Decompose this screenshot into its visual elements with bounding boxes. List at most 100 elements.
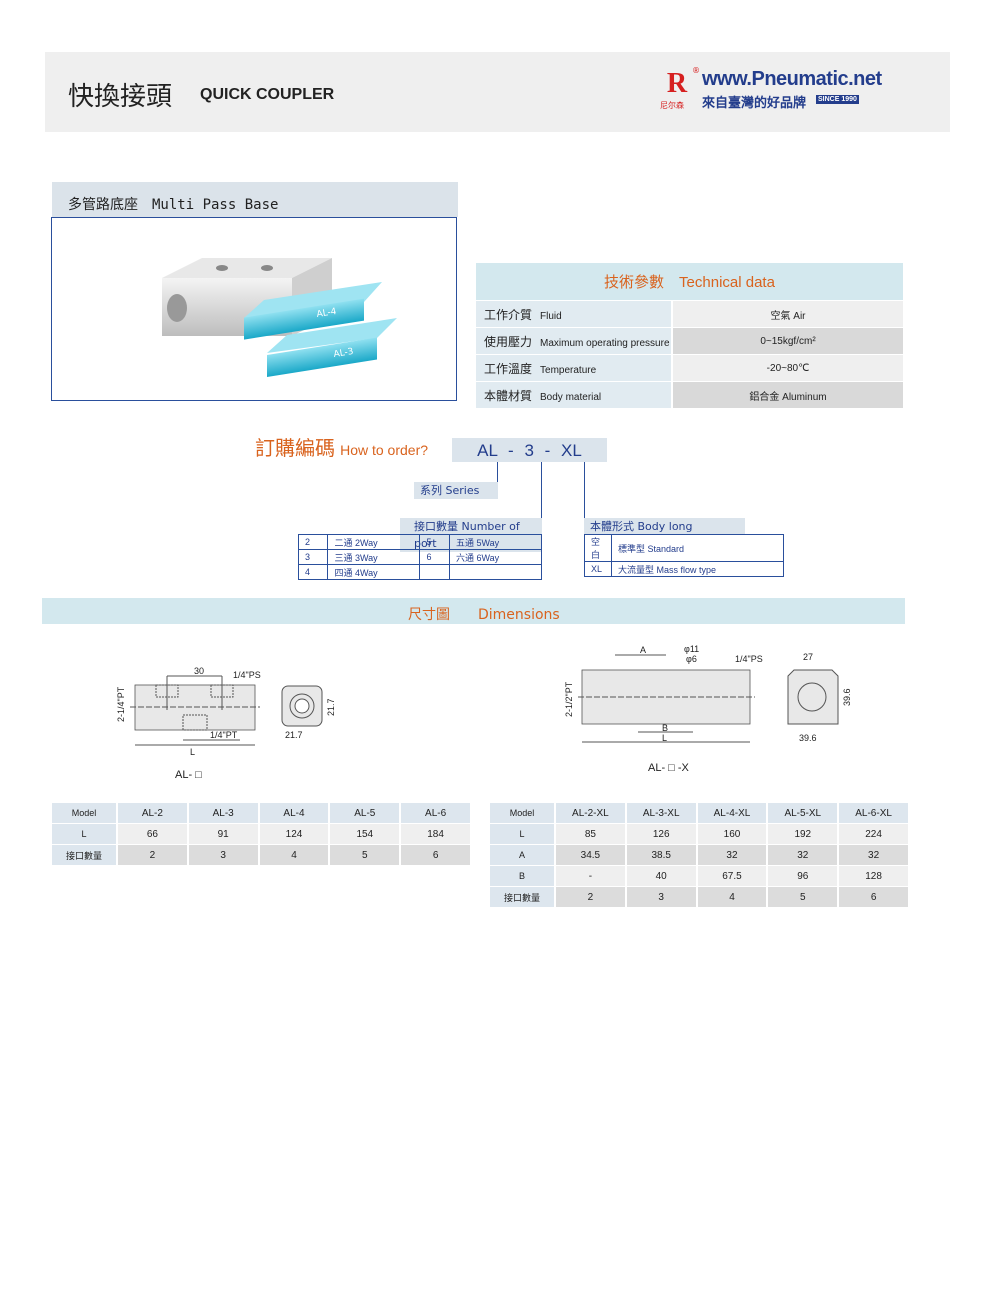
- param-value: -20~80℃: [672, 354, 903, 382]
- brand-logo[interactable]: R ® 尼尔森 www.Pneumatic.net 來自臺灣的好品牌 SINCE…: [660, 66, 882, 111]
- table-cell: B: [490, 865, 556, 887]
- cell: [448, 564, 543, 580]
- table-cell: 4: [696, 886, 769, 908]
- drawing-caption: AL- □ -X: [648, 762, 690, 774]
- page-title-cn: 快換接頭: [68, 82, 173, 112]
- product-title: 多管路底座 Multi Pass Base: [68, 197, 279, 213]
- table-cell: 96: [767, 865, 840, 887]
- table-cell: 6: [838, 886, 910, 908]
- order-title-en: How to order?: [340, 442, 429, 458]
- table-cell: 91: [187, 823, 260, 845]
- table-cell: 40: [625, 865, 698, 887]
- registered-icon: ®: [692, 66, 700, 75]
- table-cell: 2: [555, 886, 627, 908]
- column-header: Model: [490, 803, 556, 824]
- param-en: Maximum operating pressure: [540, 337, 670, 349]
- cell: 六通 6Way: [448, 549, 543, 565]
- column-header: AL-5-XL: [767, 803, 840, 824]
- page-title-en: QUICK COUPLER: [200, 86, 335, 103]
- param-value: 空氣 Air: [672, 300, 903, 328]
- table-cell: 67.5: [696, 865, 769, 887]
- how-to-order-title: 訂購編碼 How to order?: [255, 432, 428, 461]
- cell: 6: [419, 549, 450, 565]
- logo-url: www.Pneumatic.net: [702, 68, 882, 90]
- table-cell: 接口數量: [490, 886, 556, 908]
- dim-height: 21.7: [326, 698, 336, 716]
- dim-bottom-port: 1/4"PT: [210, 730, 238, 740]
- table-cell: 接口數量: [52, 844, 118, 866]
- param-value: 0~15kgf/cm²: [672, 327, 903, 355]
- param-cn: 工作溫度: [484, 361, 533, 376]
- column-header: AL-3-XL: [625, 803, 698, 824]
- cell: [419, 564, 450, 580]
- dim-side-port: 2-1/4"PT: [116, 686, 126, 722]
- table-row: 工作溫度 Temperature -20~80℃: [476, 354, 903, 382]
- table-cell: 224: [838, 823, 910, 845]
- table-cell: -: [555, 865, 627, 887]
- table-cell: 66: [117, 823, 189, 845]
- table-cell: 160: [696, 823, 769, 845]
- dim-L: L: [190, 747, 195, 757]
- dim-A: A: [640, 645, 646, 655]
- cell: 5: [419, 534, 450, 550]
- product-title-bar: 多管路底座 Multi Pass Base: [52, 182, 458, 217]
- table-cell: A: [490, 844, 556, 866]
- param-en: Fluid: [540, 310, 562, 322]
- body-title: 本體形式 Body long: [584, 518, 745, 535]
- column-header: AL-2-XL: [555, 803, 627, 824]
- dimensions-bar: 尺寸圖 Dimensions: [42, 598, 905, 624]
- dimensions-title: 尺寸圖 Dimensions: [408, 607, 560, 623]
- table-cell: 126: [625, 823, 698, 845]
- photo-label-al4: AL-4: [316, 307, 338, 320]
- column-header: AL-6-XL: [838, 803, 910, 824]
- connector-line: [541, 462, 542, 518]
- cell: 空白: [584, 534, 612, 562]
- column-header: AL-5: [329, 803, 402, 824]
- dim-phi6: φ6: [686, 654, 697, 664]
- column-header: AL-6: [400, 803, 472, 824]
- cell: 標準型 Standard: [611, 534, 784, 562]
- table-cell: 3: [187, 844, 260, 866]
- logo-slogan: 來自臺灣的好品牌: [702, 96, 807, 111]
- table-cell: 3: [625, 886, 698, 908]
- logo-brand-cn: 尼尔森: [660, 101, 684, 110]
- table-cell: L: [490, 823, 556, 845]
- table-row: 空白標準型 Standard: [584, 534, 784, 562]
- cell: 五通 5Way: [448, 534, 543, 550]
- dim-B: B: [662, 723, 668, 733]
- column-header: AL-2: [117, 803, 189, 824]
- table-cell: 38.5: [625, 844, 698, 866]
- table-cell: 34.5: [555, 844, 627, 866]
- cell: 四通 4Way: [327, 564, 421, 580]
- column-header: AL-4: [258, 803, 331, 824]
- table-cell: 124: [258, 823, 331, 845]
- drawing-caption: AL- □: [175, 769, 202, 781]
- column-header: Model: [52, 803, 118, 824]
- logo-mark-icon: R: [666, 68, 688, 99]
- connector-line: [584, 462, 585, 518]
- dim-pitch: 30: [194, 666, 204, 676]
- order-title-cn: 訂購編碼: [255, 436, 335, 460]
- dim-side-port: 2-1/2"PT: [564, 681, 574, 717]
- cell: 三通 3Way: [327, 549, 421, 565]
- drawing-al-x: A φ11 φ6 1/4"PS B L 2-1/2"PT 27 39.6 39.…: [564, 644, 852, 774]
- cell: 4: [297, 564, 329, 580]
- table-cell: 5: [767, 886, 840, 908]
- param-en: Temperature: [540, 364, 597, 376]
